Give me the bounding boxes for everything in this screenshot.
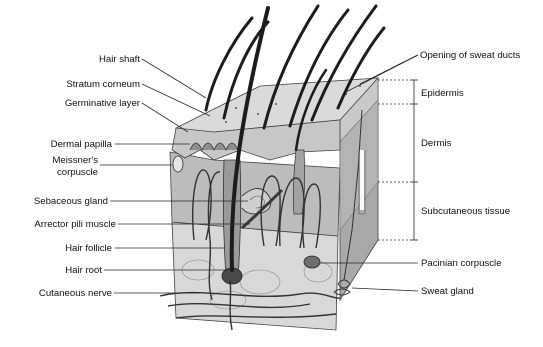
label-dermis: Dermis	[421, 138, 452, 149]
label-hair-shaft: Hair shaft	[99, 54, 140, 65]
label-sweat-gland: Sweat gland	[421, 286, 474, 297]
right-labels: Opening of sweat ducts Epidermis Dermis …	[420, 50, 520, 297]
label-hair-root: Hair root	[65, 265, 102, 276]
label-epidermis: Epidermis	[421, 88, 464, 99]
label-arrector-pili-muscle: Arrector pili muscle	[34, 219, 116, 230]
pacinian-corpuscle-shape	[304, 256, 320, 268]
label-germinative-layer: Germinative layer	[65, 98, 141, 109]
label-meissners-line1: Meissner's	[52, 155, 98, 166]
left-labels: Hair shaft Stratum corneum Germinative l…	[34, 54, 141, 299]
hair-follicle-2	[293, 150, 304, 214]
subcutaneous-front	[172, 222, 338, 330]
label-stratum-corneum: Stratum corneum	[66, 79, 140, 90]
layer-bracket	[378, 80, 418, 240]
label-hair-follicle: Hair follicle	[65, 243, 112, 254]
label-pacinian-corpuscle: Pacinian corpuscle	[421, 258, 502, 269]
skin-block	[160, 78, 378, 330]
label-dermal-papilla: Dermal papilla	[51, 139, 113, 150]
label-subcutaneous-tissue: Subcutaneous tissue	[421, 206, 510, 217]
label-cutaneous-nerve: Cutaneous nerve	[39, 288, 112, 299]
label-opening-of-sweat-ducts: Opening of sweat ducts	[420, 50, 520, 61]
meissner-corpuscle-shape	[173, 156, 183, 172]
label-meissners-line2: corpuscle	[57, 167, 98, 178]
label-sebaceous-gland: Sebaceous gland	[34, 196, 108, 207]
